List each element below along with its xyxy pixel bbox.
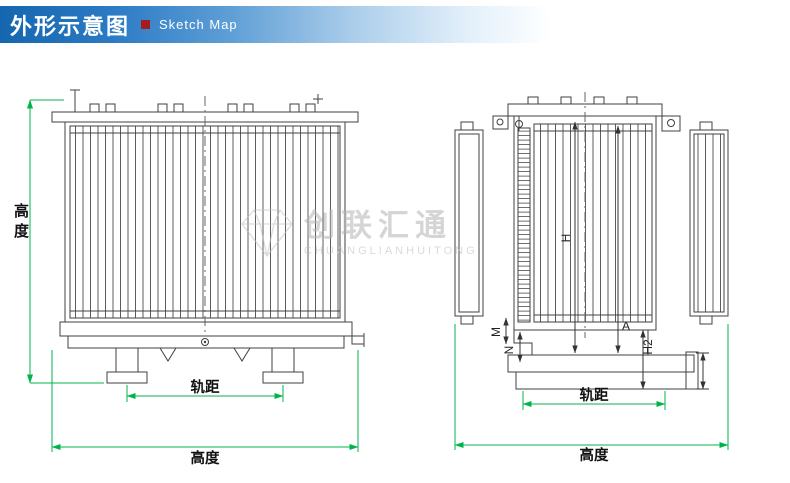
- page-subtitle: Sketch Map: [159, 17, 238, 32]
- side-dim-a-label: A: [622, 319, 630, 333]
- side-view-dimensions-green: [454, 324, 729, 450]
- front-view-dimensions: [26, 99, 359, 452]
- side-width-label: 高度: [580, 446, 609, 464]
- side-dim-n-label: N: [502, 346, 516, 355]
- side-dim-m-label: M: [489, 327, 503, 337]
- side-dim-h2-label: H2: [641, 339, 655, 355]
- side-gauge-label: 轨距: [580, 386, 609, 404]
- page-title: 外形示意图: [10, 13, 131, 39]
- header-banner: 外形示意图 Sketch Map: [0, 6, 552, 43]
- front-view-drawing: [51, 89, 365, 384]
- front-height-dim-label: 高度: [12, 203, 29, 243]
- side-dim-h-label: H: [559, 234, 573, 243]
- side-view-drawing: [454, 92, 729, 390]
- side-view-dimensions-black: [503, 121, 709, 390]
- front-width-label: 高度: [191, 449, 220, 467]
- front-gauge-label: 轨距: [191, 378, 220, 396]
- red-square-marker: [141, 20, 151, 29]
- dimension-labels: 轨距 高度 轨距 高度 H A H2 M N: [191, 234, 656, 467]
